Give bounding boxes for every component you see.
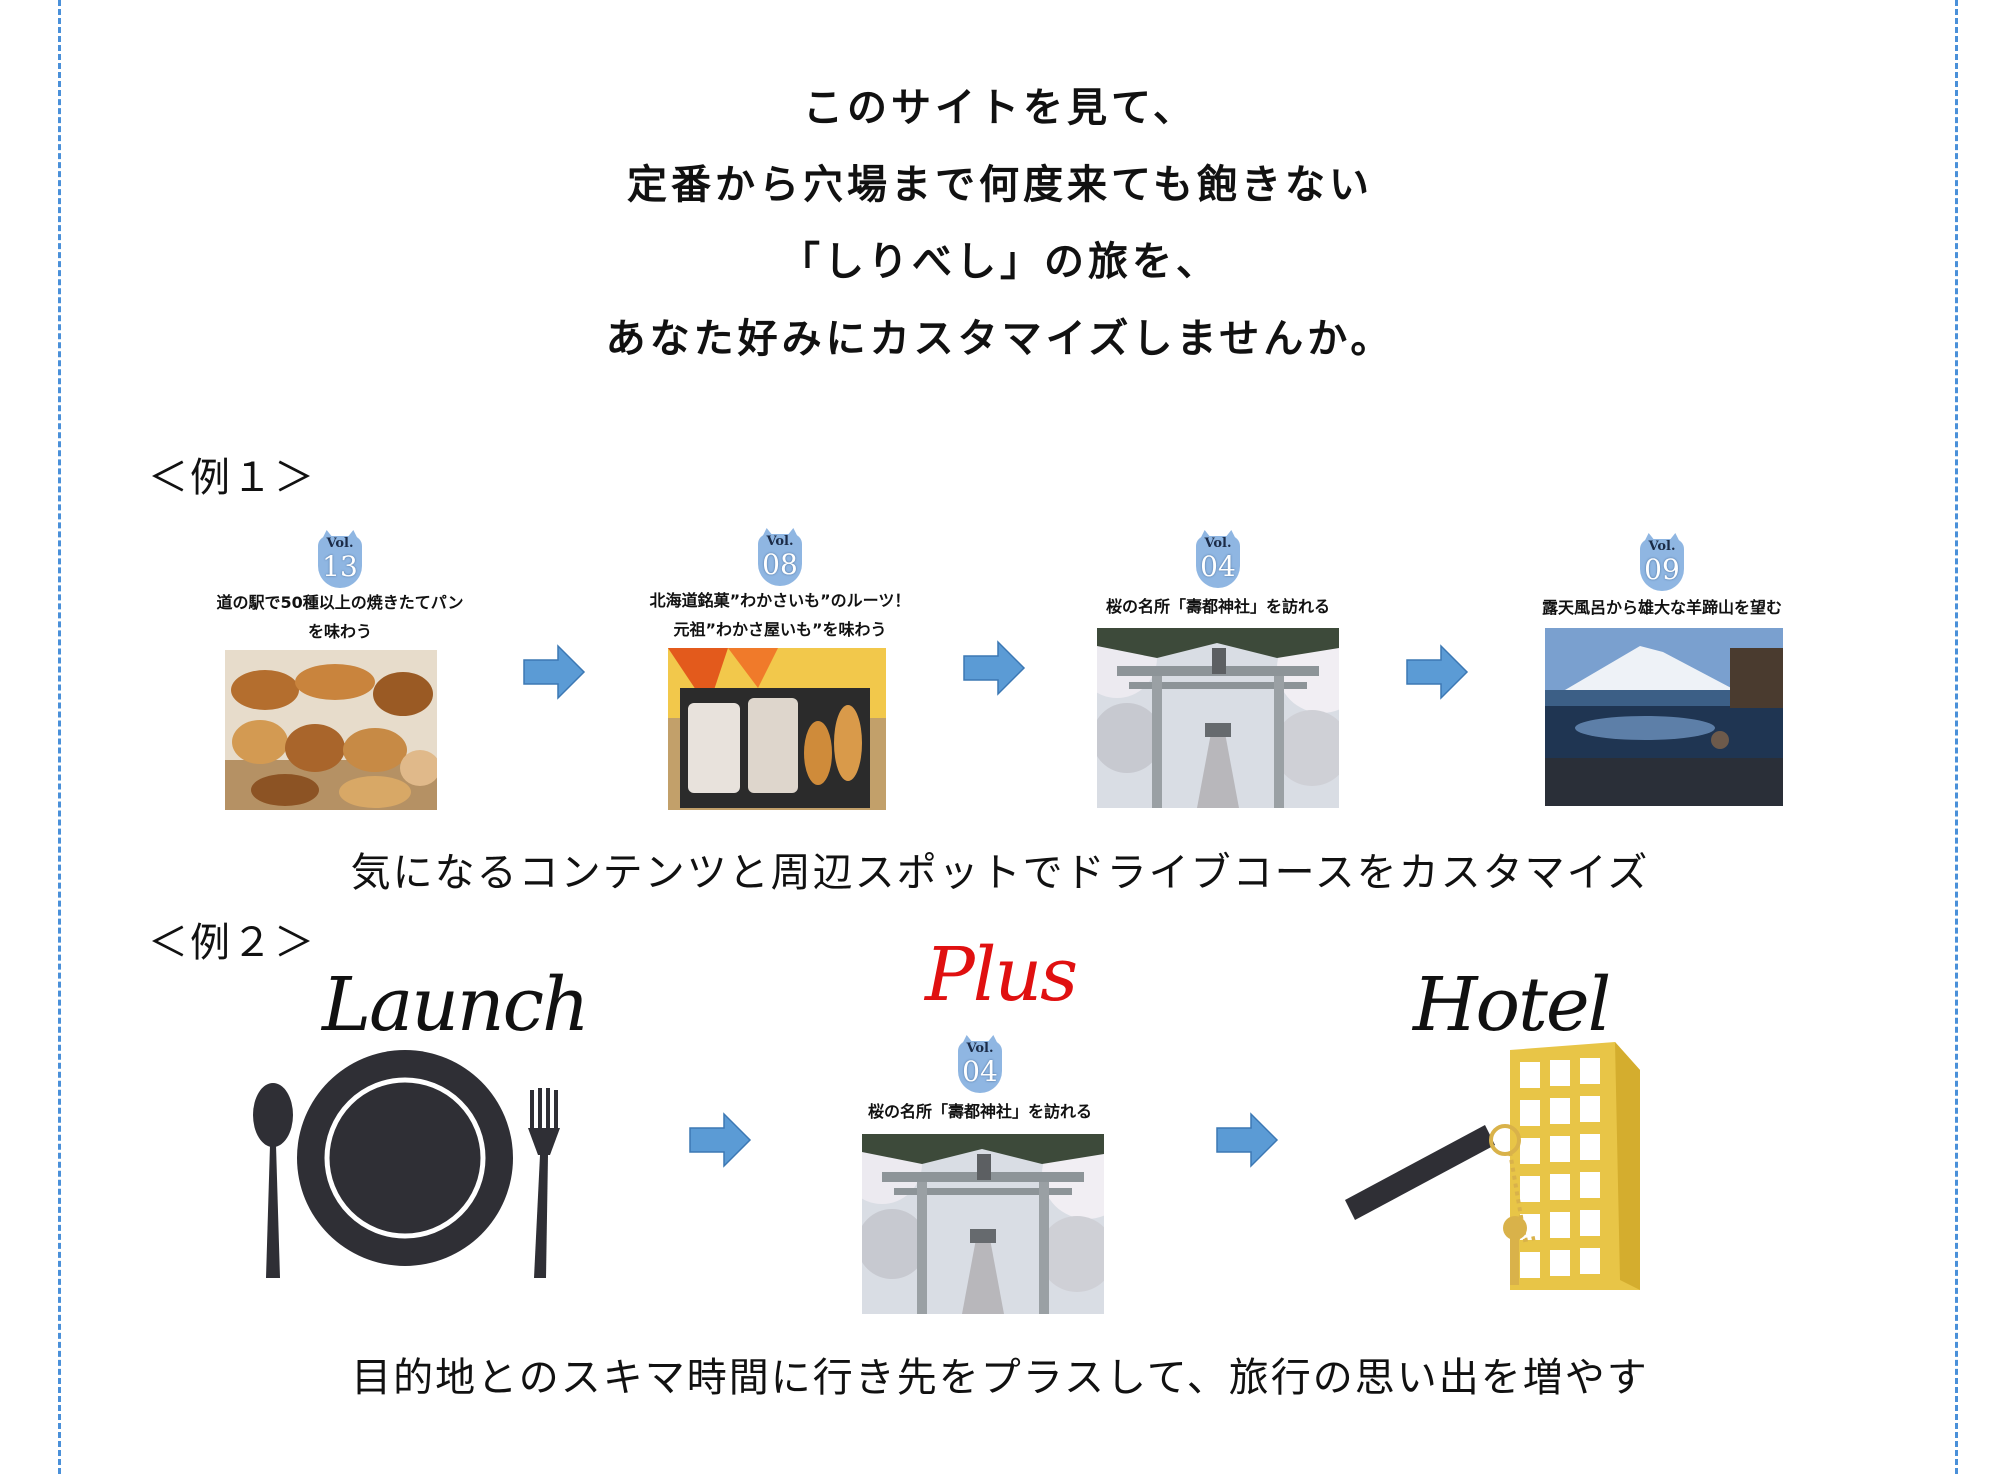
spoon-icon <box>253 1083 293 1278</box>
shrine-photo <box>862 1134 1104 1314</box>
vol-badge: Vol. 08 <box>756 528 804 586</box>
intro-line-3: 「しりべし」の旅を、 <box>780 239 1220 285</box>
card-vol13[interactable]: Vol. 13 道の駅で50種以上の焼きたてパン を味わう <box>190 530 490 646</box>
wakasaimo-photo <box>668 648 886 810</box>
arrow-right-icon <box>963 640 1026 696</box>
card-caption: 桜の名所「壽都神社」を訪れる <box>867 1102 1092 1121</box>
key-icon <box>1345 1124 1536 1285</box>
vol-badge: Vol. 04 <box>956 1035 1004 1093</box>
hotel-building-icon <box>1345 1042 1640 1290</box>
onsen-photo <box>1545 628 1783 806</box>
arrow-right-icon <box>1216 1112 1279 1168</box>
card-vol09[interactable]: Vol. 09 露天風呂から雄大な羊蹄山を望む <box>1512 533 1812 622</box>
example2-label: ＜例２＞ <box>148 920 316 966</box>
vol-badge: Vol. 13 <box>316 530 364 588</box>
plate-icon <box>253 1050 560 1278</box>
card-caption: 北海道銘菓”わかさいも”のルーツ！ 元祖”わかさ屋いも”を味わう <box>649 591 911 639</box>
vol-badge: Vol. 04 <box>1194 530 1242 588</box>
hotel-title: Hotel <box>1413 962 1611 1048</box>
right-dashed-border <box>1955 0 1958 1474</box>
plus-card-vol04[interactable]: Vol. 04 桜の名所「壽都神社」を訪れる <box>830 1035 1130 1126</box>
example1-label: ＜例１＞ <box>148 455 316 501</box>
intro-line-2: 定番から穴場まで何度来ても飽きない <box>627 162 1373 208</box>
shrine-photo <box>1097 628 1339 808</box>
vol-badge: Vol. 09 <box>1638 533 1686 591</box>
arrow-right-icon <box>1406 644 1469 700</box>
example1-tagline: 気になるコンテンツと周辺スポットでドライブコースをカスタマイズ <box>350 850 1650 896</box>
left-dashed-border <box>58 0 61 1474</box>
intro-line-1: このサイトを見て、 <box>803 85 1197 131</box>
card-caption: 道の駅で50種以上の焼きたてパン を味わう <box>216 593 464 641</box>
fork-icon <box>528 1088 560 1278</box>
card-caption: 露天風呂から雄大な羊蹄山を望む <box>1541 598 1782 617</box>
lunch-title: Launch <box>322 962 590 1048</box>
card-vol08[interactable]: Vol. 08 北海道銘菓”わかさいも”のルーツ！ 元祖”わかさ屋いも”を味わう <box>620 528 940 644</box>
example2-tagline: 目的地とのスキマ時間に行き先をプラスして、旅行の思い出を増やす <box>351 1355 1649 1401</box>
plus-title: Plus <box>925 932 1078 1018</box>
card-caption: 桜の名所「壽都神社」を訪れる <box>1105 597 1330 616</box>
card-vol04[interactable]: Vol. 04 桜の名所「壽都神社」を訪れる <box>1068 530 1368 621</box>
intro-line-4: あなた好みにカスタマイズしませんか。 <box>605 316 1395 362</box>
arrow-right-icon <box>689 1112 752 1168</box>
intro-text: このサイトを見て、 定番から穴場まで何度来ても飽きない 「しりべし」の旅を、 あ… <box>0 70 2000 378</box>
arrow-right-icon <box>523 644 586 700</box>
bread-photo <box>225 650 437 810</box>
